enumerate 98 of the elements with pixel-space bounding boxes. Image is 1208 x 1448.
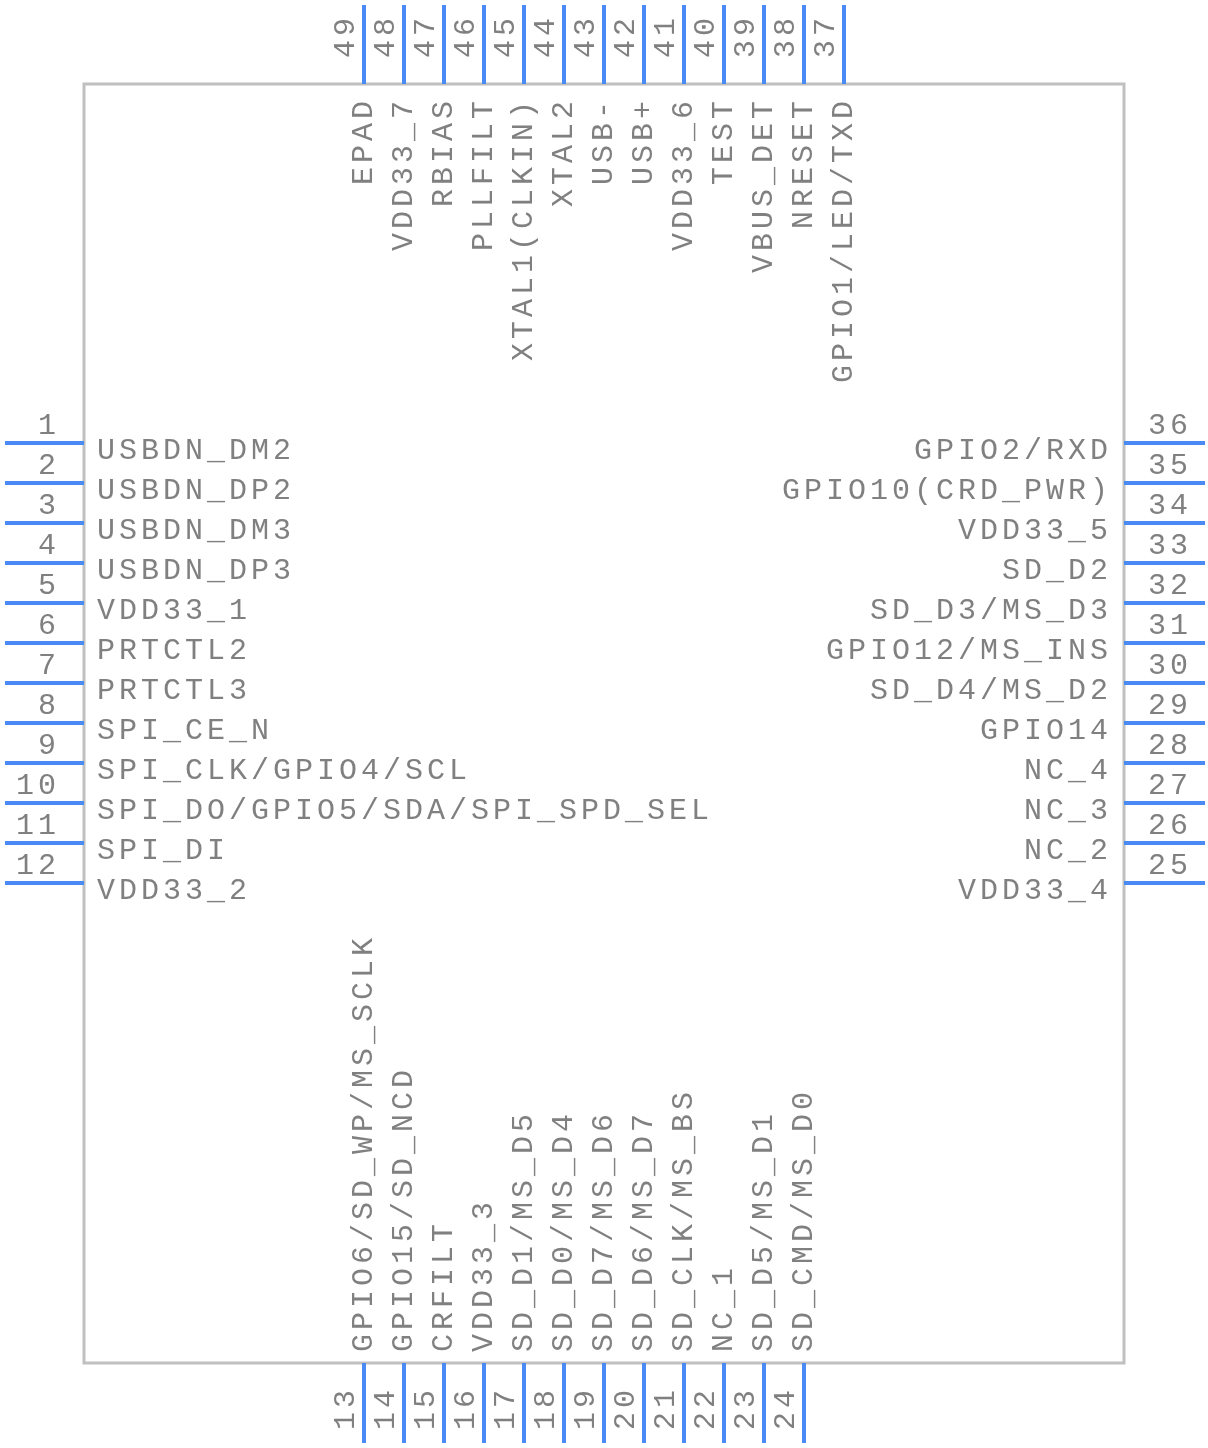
pin-number: 46 (451, 14, 481, 58)
pin-number: 18 (531, 1386, 561, 1430)
pin-number: 23 (731, 1386, 761, 1430)
pin-name: VDD33_1 (97, 596, 252, 626)
pin-number: 34 (1148, 491, 1192, 521)
pin-name: USB- (589, 97, 619, 185)
pin-number: 16 (451, 1386, 481, 1430)
pin-number: 22 (691, 1386, 721, 1430)
pin-name: VDD33_3 (469, 1197, 499, 1352)
pin-name: GPIO1/LED/TXD (829, 97, 859, 384)
pin-name: SD_D3/MS_D3 (869, 596, 1112, 626)
pin-name: SPI_DO/GPIO5/SDA/SPI_SPD_SEL (97, 796, 714, 826)
pin-name: SD_CLK/MS_BS (669, 1087, 699, 1352)
pin-name: XTAL1(CLKIN) (509, 97, 539, 362)
pin-name: GPIO6/SD_WP/MS_SCLK (349, 933, 379, 1352)
pin-number: 39 (731, 14, 761, 58)
pin-name: PLLFILT (469, 97, 499, 252)
pin-name: SD_D6/MS_D7 (629, 1109, 659, 1352)
pin-number: 35 (1148, 451, 1192, 481)
pin-number: 8 (38, 691, 60, 721)
pin-number: 5 (38, 571, 60, 601)
pin-name: VDD33_7 (389, 97, 419, 252)
pin-number: 28 (1148, 731, 1192, 761)
pin-name: GPIO15/SD_NCD (389, 1065, 419, 1352)
pin-number: 33 (1148, 531, 1192, 561)
pin-number: 36 (1148, 411, 1192, 441)
pin-name: SD_D1/MS_D5 (509, 1109, 539, 1352)
pin-number: 26 (1148, 811, 1192, 841)
pin-name: SD_CMD/MS_D0 (789, 1087, 819, 1352)
pin-number: 37 (811, 14, 841, 58)
pin-number: 9 (38, 731, 60, 761)
pin-name: NC_4 (1024, 756, 1112, 786)
pin-number: 3 (38, 491, 60, 521)
pin-name: VDD33_5 (957, 516, 1112, 546)
pin-number: 48 (371, 14, 401, 58)
pin-number: 17 (491, 1386, 521, 1430)
pin-name: TEST (709, 97, 739, 185)
pin-name: RBIAS (429, 97, 459, 207)
pin-number: 2 (38, 451, 60, 481)
pin-name: XTAL2 (549, 97, 579, 207)
pin-number: 40 (691, 14, 721, 58)
pin-number: 25 (1148, 851, 1192, 881)
pin-name: SD_D7/MS_D6 (589, 1109, 619, 1352)
pin-name: PRTCTL3 (97, 676, 252, 706)
pin-number: 7 (38, 651, 60, 681)
pin-name: NRESET (789, 97, 819, 230)
pin-number: 12 (16, 851, 60, 881)
pin-name: USBDN_DM3 (97, 516, 296, 546)
pin-name: SD_D0/MS_D4 (549, 1109, 579, 1352)
pin-name: SD_D5/MS_D1 (749, 1109, 779, 1352)
pin-name: SD_D2 (1002, 556, 1112, 586)
pin-number: 19 (571, 1386, 601, 1430)
pin-number: 43 (571, 14, 601, 58)
pin-number: 10 (16, 771, 60, 801)
pin-name: PRTCTL2 (97, 636, 252, 666)
pin-number: 13 (331, 1386, 361, 1430)
pin-name: SD_D4/MS_D2 (869, 676, 1112, 706)
pin-name: SPI_CE_N (97, 716, 274, 746)
pin-number: 4 (38, 531, 60, 561)
pin-number: 31 (1148, 611, 1192, 641)
pin-number: 1 (38, 411, 60, 441)
pin-name: VDD33_4 (957, 876, 1112, 906)
pin-name: VDD33_6 (669, 97, 699, 252)
pin-name: GPIO2/RXD (913, 436, 1112, 466)
pin-number: 24 (771, 1386, 801, 1430)
pin-number: 42 (611, 14, 641, 58)
pin-name: NC_2 (1024, 836, 1112, 866)
pin-name: USBDN_DP2 (97, 476, 296, 506)
pin-name: CRFILT (429, 1219, 459, 1352)
pin-number: 29 (1148, 691, 1192, 721)
pin-number: 11 (16, 811, 60, 841)
pin-name: USBDN_DM2 (97, 436, 296, 466)
pin-number: 30 (1148, 651, 1192, 681)
pin-number: 20 (611, 1386, 641, 1430)
pin-name: GPIO12/MS_INS (825, 636, 1112, 666)
pin-number: 41 (651, 14, 681, 58)
pin-name: SPI_DI (97, 836, 230, 866)
pin-name: SPI_CLK/GPIO4/SCL (97, 756, 472, 786)
pin-number: 15 (411, 1386, 441, 1430)
pin-name: VDD33_2 (97, 876, 252, 906)
pin-number: 6 (38, 611, 60, 641)
pin-name: GPIO10(CRD_PWR) (781, 476, 1112, 506)
pin-number: 47 (411, 14, 441, 58)
pin-number: 27 (1148, 771, 1192, 801)
pin-number: 21 (651, 1386, 681, 1430)
pin-name: USB+ (629, 97, 659, 185)
pin-name: NC_1 (709, 1264, 739, 1352)
pin-name: NC_3 (1024, 796, 1112, 826)
pin-name: EPAD (349, 97, 379, 185)
pin-name: VBUS_DET (749, 97, 779, 274)
pin-number: 32 (1148, 571, 1192, 601)
pin-number: 45 (491, 14, 521, 58)
pin-name: USBDN_DP3 (97, 556, 296, 586)
pin-number: 38 (771, 14, 801, 58)
pin-number: 14 (371, 1386, 401, 1430)
pin-number: 49 (331, 14, 361, 58)
pin-number: 44 (531, 14, 561, 58)
pin-name: GPIO14 (979, 716, 1112, 746)
